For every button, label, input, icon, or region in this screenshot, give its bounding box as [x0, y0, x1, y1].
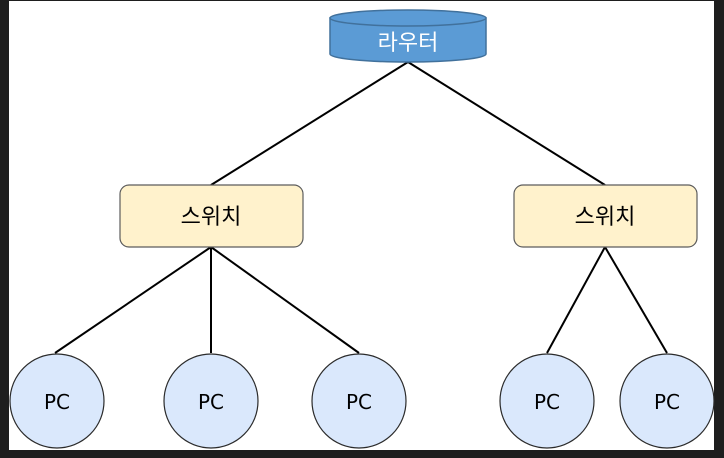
switch-label: 스위치 [575, 205, 636, 230]
pc-node-3: PC [311, 353, 407, 449]
pc-circle [499, 353, 595, 449]
router-label: 라우터 [378, 31, 439, 56]
pc-circle [311, 353, 407, 449]
switch-label: 스위치 [181, 205, 242, 230]
switch-box [513, 184, 698, 248]
pc-circle [163, 353, 259, 449]
edge-switch-1-pc-1 [54, 246, 212, 354]
switch-node-2: 스위치 [513, 184, 698, 248]
edge-router-switch-2 [407, 61, 606, 186]
pc-node-5: PC [619, 353, 715, 449]
pc-label: PC [654, 390, 680, 414]
connections [54, 61, 668, 354]
pc-node-4: PC [499, 353, 595, 449]
pc-node-2: PC [163, 353, 259, 449]
pc-label: PC [44, 390, 70, 414]
router-cylinder-body [329, 17, 487, 63]
pc-label: PC [534, 390, 560, 414]
pc-circle [9, 353, 105, 449]
pc-node-1: PC [9, 353, 105, 449]
edge-switch-2-pc-4 [546, 246, 606, 354]
edge-switch-1-pc-3 [210, 246, 360, 354]
switch-box [119, 184, 304, 248]
router-cylinder-top [329, 9, 487, 27]
router-node: 라우터 [329, 9, 487, 63]
pc-circle [619, 353, 715, 449]
switch-node-1: 스위치 [119, 184, 304, 248]
edge-switch-2-pc-5 [604, 246, 668, 354]
pc-label: PC [198, 390, 224, 414]
edge-router-switch-1 [210, 61, 409, 186]
pc-label: PC [346, 390, 372, 414]
